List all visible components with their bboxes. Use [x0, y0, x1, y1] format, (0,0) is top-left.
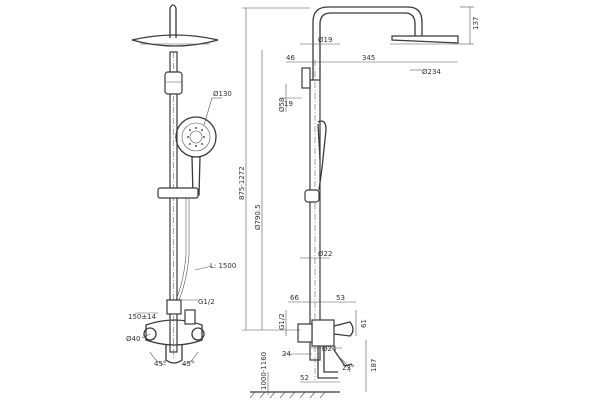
mixer-diameter-label: Ø24: [322, 345, 337, 353]
front-head-diameter-label: Ø130: [213, 90, 232, 98]
lower-length-label: Ø790.5: [254, 204, 262, 230]
spout-angle-label: 23°: [342, 364, 354, 372]
mixer-height-label: 61: [360, 319, 368, 328]
hose-length-label: L: 1500: [210, 262, 236, 270]
spout-reach-label: 52: [300, 374, 309, 382]
arm-reach-label: 345: [362, 54, 375, 62]
front-mixer-body: [145, 319, 203, 346]
side-view: 875-1272 Ø790.5 1000-1160 137 Ø19 46 345…: [238, 6, 480, 399]
front-view: Ø130 L: 1500 G1/2 150±14 Ø40 45° 45°: [126, 4, 236, 368]
inlet-spacing-label: 150±14: [128, 313, 157, 321]
angle-left-label: 45°: [154, 360, 166, 368]
bracket-depth-label: 19: [284, 100, 293, 108]
spout-offset-label: 24: [282, 350, 291, 358]
side-head-diameter-label: Ø234: [422, 68, 441, 76]
front-thread-label: G1/2: [198, 298, 215, 306]
side-thread-label: G1/2: [278, 313, 286, 330]
arm-offset-label: 46: [286, 54, 295, 62]
hand-shower-head: [175, 116, 217, 158]
side-spout: [317, 346, 338, 379]
spout-height-label: 187: [370, 359, 378, 372]
side-mixer-body: [311, 319, 335, 347]
inlet-diameter-label: Ø40: [126, 335, 140, 343]
side-hand-shower: [317, 120, 327, 191]
hand-shower-nozzles: [187, 127, 205, 147]
mixer-offset-label: 66: [290, 294, 299, 302]
rain-shower-head: [131, 34, 219, 47]
mixer-width-label: 53: [336, 294, 345, 302]
shower-arm: [312, 6, 423, 80]
head-height-label: 137: [472, 17, 480, 30]
column-range-label: 875-1272: [238, 166, 246, 200]
side-rain-head: [391, 35, 459, 44]
floor-range-label: 1000-1160: [260, 352, 268, 390]
floor-hatching: [249, 391, 326, 399]
column-diameter-label: Ø22: [318, 250, 332, 258]
angle-right-label: 45°: [182, 360, 194, 368]
mixer-lever: [333, 321, 354, 337]
arm-diameter-label: Ø19: [318, 36, 332, 44]
bracket-diameter-label: Ø58: [278, 98, 286, 112]
